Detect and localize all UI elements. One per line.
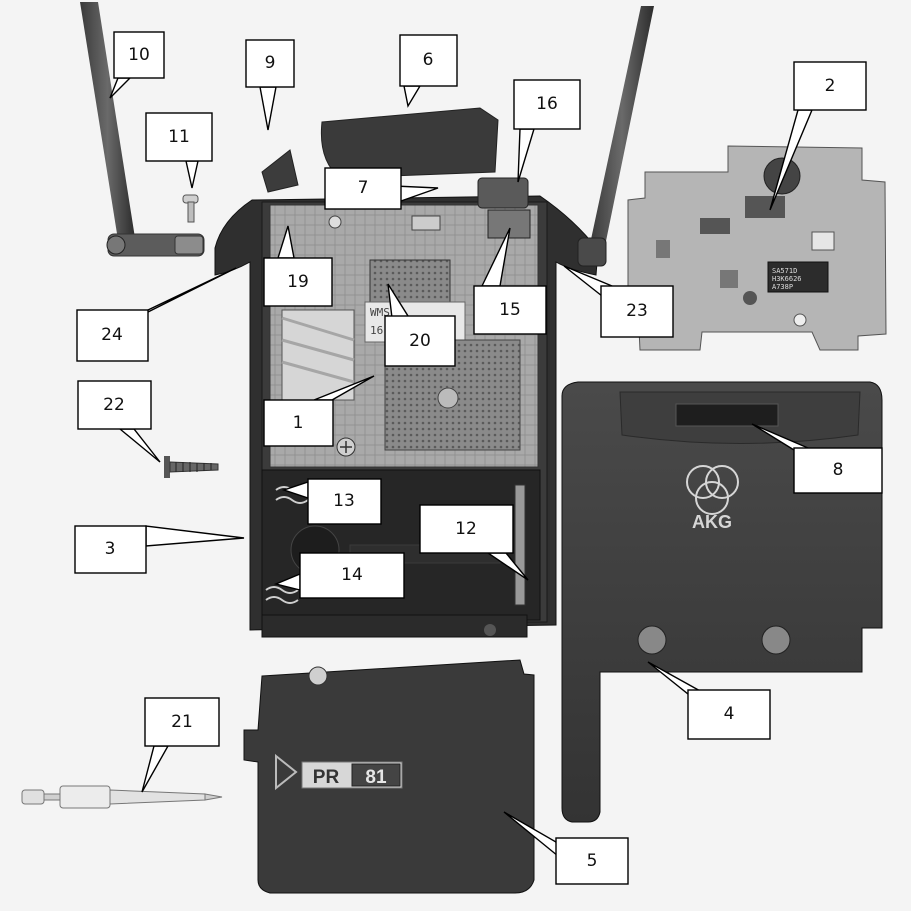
callout-3-label: 3	[105, 539, 116, 559]
chip-marking-1: SA571D	[772, 267, 797, 275]
callout-6-label: 6	[423, 50, 434, 70]
callout-8: 8	[751, 423, 883, 494]
akg-logo: AKG	[686, 465, 739, 532]
knob-cap-9	[261, 149, 299, 193]
tool-pin-22	[21, 785, 223, 809]
callout-19: 19	[263, 225, 333, 307]
callout-7-label: 7	[358, 178, 369, 198]
callout-16-label: 16	[536, 94, 558, 114]
callout-7: 7	[324, 167, 439, 210]
callout-14-label: 14	[341, 565, 363, 585]
callout-20-label: 20	[409, 331, 431, 351]
callout-4-label: 4	[724, 704, 735, 724]
callout-16: 16	[513, 79, 581, 183]
callout-15: 15	[473, 227, 547, 335]
callout-11-label: 11	[168, 127, 190, 147]
antenna-left	[80, 2, 205, 257]
callout-6: 6	[399, 34, 458, 108]
callout-23-label: 23	[626, 301, 648, 321]
battery-cover-label-81: 81	[365, 767, 387, 788]
callout-13-label: 13	[333, 491, 355, 511]
pcb-label-2: 16	[370, 324, 383, 337]
callout-3: 3	[74, 525, 245, 574]
callout-24-label: 24	[101, 325, 123, 345]
callout-12-label: 12	[455, 519, 477, 539]
callout-14: 14	[273, 552, 405, 599]
callout-2: 2	[769, 61, 867, 211]
battery-cover: PR 81	[243, 659, 535, 894]
callout-21-label: 22	[103, 395, 125, 415]
akg-logo-text: AKG	[692, 512, 732, 532]
callout-9-label: 9	[265, 53, 276, 73]
chip-marking-3: A738P	[772, 283, 793, 291]
callout-4: 4	[647, 661, 771, 740]
clip-part-6	[320, 107, 499, 179]
callout-15-label: 15	[499, 300, 521, 320]
callout-22: 21	[141, 697, 220, 793]
screw-21	[164, 456, 219, 478]
chip-marking-2: H3K6626	[772, 275, 802, 283]
callout-21: 22	[77, 380, 161, 463]
callout-22-label: 21	[171, 712, 193, 732]
callout-13: 13	[281, 478, 382, 525]
callout-10: 10	[109, 31, 165, 99]
callout-20: 20	[384, 283, 456, 367]
callout-11: 11	[145, 112, 213, 189]
callout-23: 23	[563, 265, 674, 338]
callout-1: 1	[263, 375, 375, 447]
callout-5-label: 5	[587, 851, 598, 871]
callout-9: 9	[245, 39, 295, 131]
callout-24: 24	[76, 267, 237, 362]
callout-1-label: 1	[293, 413, 304, 433]
callout-19-label: 19	[287, 272, 309, 292]
callout-5: 5	[503, 811, 629, 885]
battery-cover-label-pr: PR	[313, 767, 340, 788]
screw-11	[182, 194, 199, 223]
callout-10-label: 10	[128, 45, 150, 65]
antenna-right	[577, 6, 654, 267]
callout-8-label: 8	[833, 460, 844, 480]
callout-12: 12	[419, 504, 529, 581]
callout-2-label: 2	[825, 76, 836, 96]
